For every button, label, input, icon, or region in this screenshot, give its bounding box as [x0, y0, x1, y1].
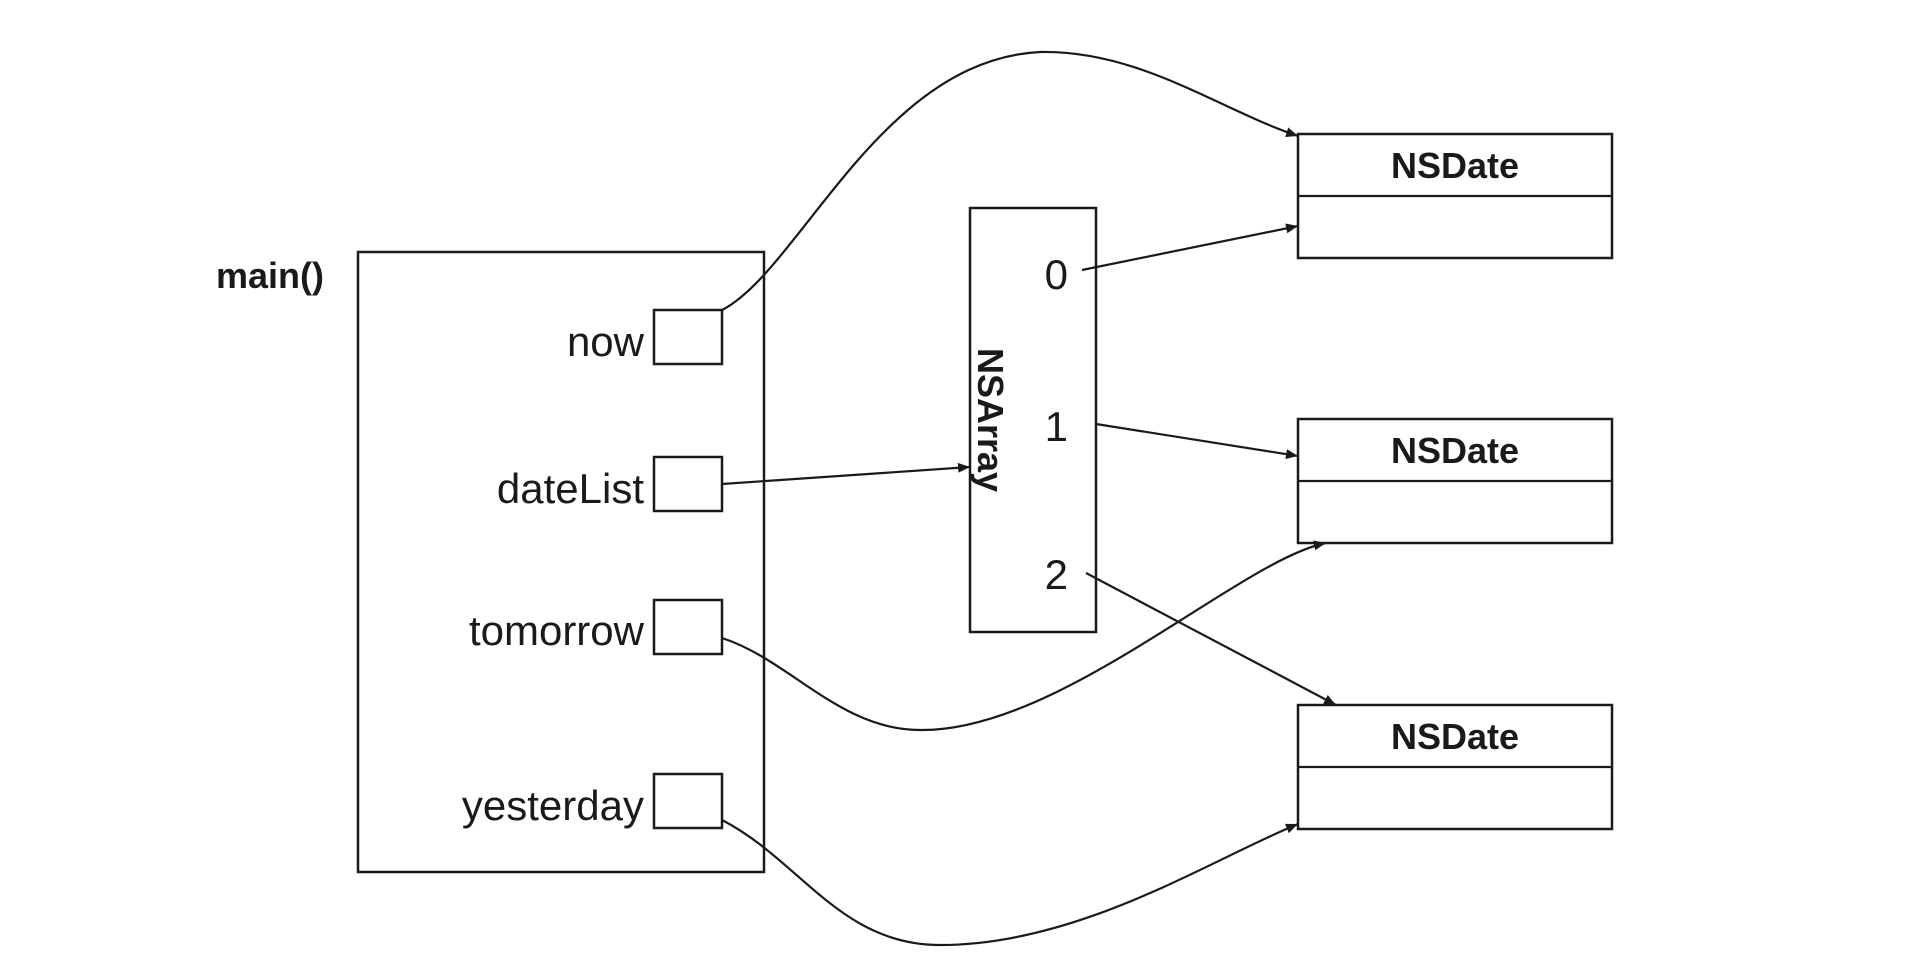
array-index-2: 2	[1045, 551, 1068, 598]
variable-slot-now	[652, 308, 724, 366]
nsdate-object-2: NSDate	[1296, 417, 1614, 545]
array-index-0: 0	[1045, 251, 1068, 298]
nsdate-class-label-3: NSDate	[1391, 716, 1519, 757]
nsarray-class-label: NSArray	[970, 348, 1011, 492]
arrow-index2-to-nsdate-3	[1085, 572, 1337, 706]
array-index-1: 1	[1045, 403, 1068, 450]
variable-label-datelist: dateList	[497, 465, 644, 512]
arrow-yesterday-to-nsdate-3	[721, 819, 1299, 947]
nsdate-class-label-1: NSDate	[1391, 145, 1519, 186]
variable-label-now: now	[567, 318, 645, 365]
arrow-now-to-nsdate-1	[721, 50, 1299, 311]
arrow-datelist-to-nsarray	[721, 462, 971, 486]
arrow-tomorrow-to-nsdate-2	[721, 540, 1327, 732]
arrow-index0-to-nsdate-1	[1081, 223, 1299, 272]
variable-label-yesterday: yesterday	[462, 782, 644, 829]
variable-slot-datelist	[652, 455, 724, 513]
variable-label-tomorrow: tomorrow	[469, 607, 645, 654]
nsdate-object-1: NSDate	[1296, 132, 1614, 260]
variable-slot-yesterday	[652, 772, 724, 830]
nsdate-class-label-2: NSDate	[1391, 430, 1519, 471]
nsarray-box	[968, 206, 1098, 634]
nsdate-object-3: NSDate	[1296, 703, 1614, 831]
variable-slot-tomorrow	[652, 598, 724, 656]
arrow-index1-to-nsdate-2	[1095, 422, 1299, 460]
function-name-label: main()	[216, 255, 324, 296]
